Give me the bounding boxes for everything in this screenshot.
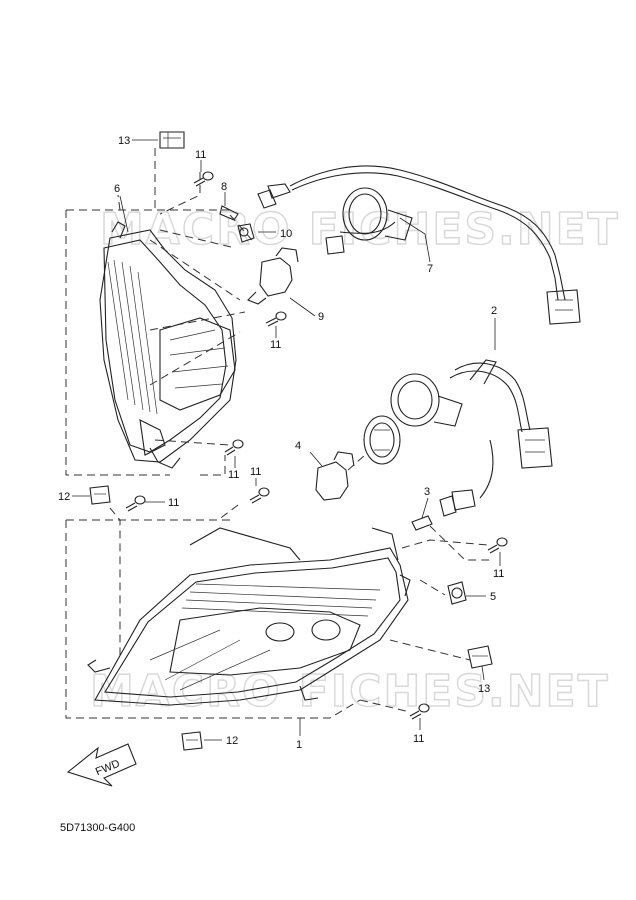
screw-11-lower-d [409, 703, 430, 720]
callout-11-g: 11 [413, 733, 424, 745]
callout-11-e: 11 [168, 497, 179, 509]
fwd-arrow: FWD [66, 743, 137, 787]
callout-2: 2 [491, 305, 497, 317]
callout-3: 3 [424, 486, 430, 498]
callout-13-lower: 13 [478, 683, 490, 695]
wire-harness-2 [390, 359, 553, 517]
clip-nut-13-upper [159, 131, 185, 149]
screw-11-upper-a [193, 171, 214, 187]
screw-11-upper-b [265, 311, 287, 327]
callout-5: 5 [490, 591, 496, 603]
watermark-top: MACRO FICHES.NET [100, 204, 620, 255]
socket-5 [447, 581, 467, 605]
headlight-lens-lower [87, 527, 411, 706]
callout-6: 6 [114, 183, 120, 195]
callout-9: 9 [318, 311, 324, 323]
callout-8: 8 [221, 181, 227, 193]
callout-11-b: 11 [270, 339, 281, 351]
callout-12-upper: 12 [58, 491, 70, 503]
lower-assembly-outline [65, 504, 489, 719]
callout-7: 7 [427, 263, 433, 275]
socket-10 [237, 223, 255, 243]
screw-11-upper-c [224, 439, 244, 456]
callout-10: 10 [280, 228, 292, 240]
clip-nut-12-upper [89, 485, 111, 505]
callout-12-lower: 12 [226, 735, 238, 747]
part-code: 5D71300-G400 [60, 822, 136, 834]
callout-11-a: 11 [195, 149, 206, 161]
callout-4: 4 [295, 440, 301, 452]
bulb-3 [411, 515, 433, 531]
wire-harness-7 [257, 165, 581, 325]
callout-11-c: 11 [228, 469, 239, 481]
callout-1: 1 [296, 739, 302, 751]
clip-nut-12-lower [181, 731, 203, 751]
screw-11-lower-a [125, 495, 146, 512]
fwd-label: FWD [94, 758, 122, 779]
watermark-bottom: MACRO FICHES.NET [90, 666, 610, 717]
headlight-housing-upper [99, 221, 237, 469]
upper-assembly-outline [65, 194, 230, 476]
bulb-4 [315, 451, 355, 501]
callout-13-upper: 13 [118, 135, 130, 147]
bulb-9 [247, 247, 299, 305]
screw-11-lower-b [249, 487, 270, 504]
callout-11-f: 11 [493, 568, 504, 580]
socket-cover [363, 415, 401, 465]
screw-11-lower-c [487, 537, 508, 554]
clip-nut-13-lower [467, 645, 493, 669]
callout-11-d: 11 [250, 466, 261, 478]
